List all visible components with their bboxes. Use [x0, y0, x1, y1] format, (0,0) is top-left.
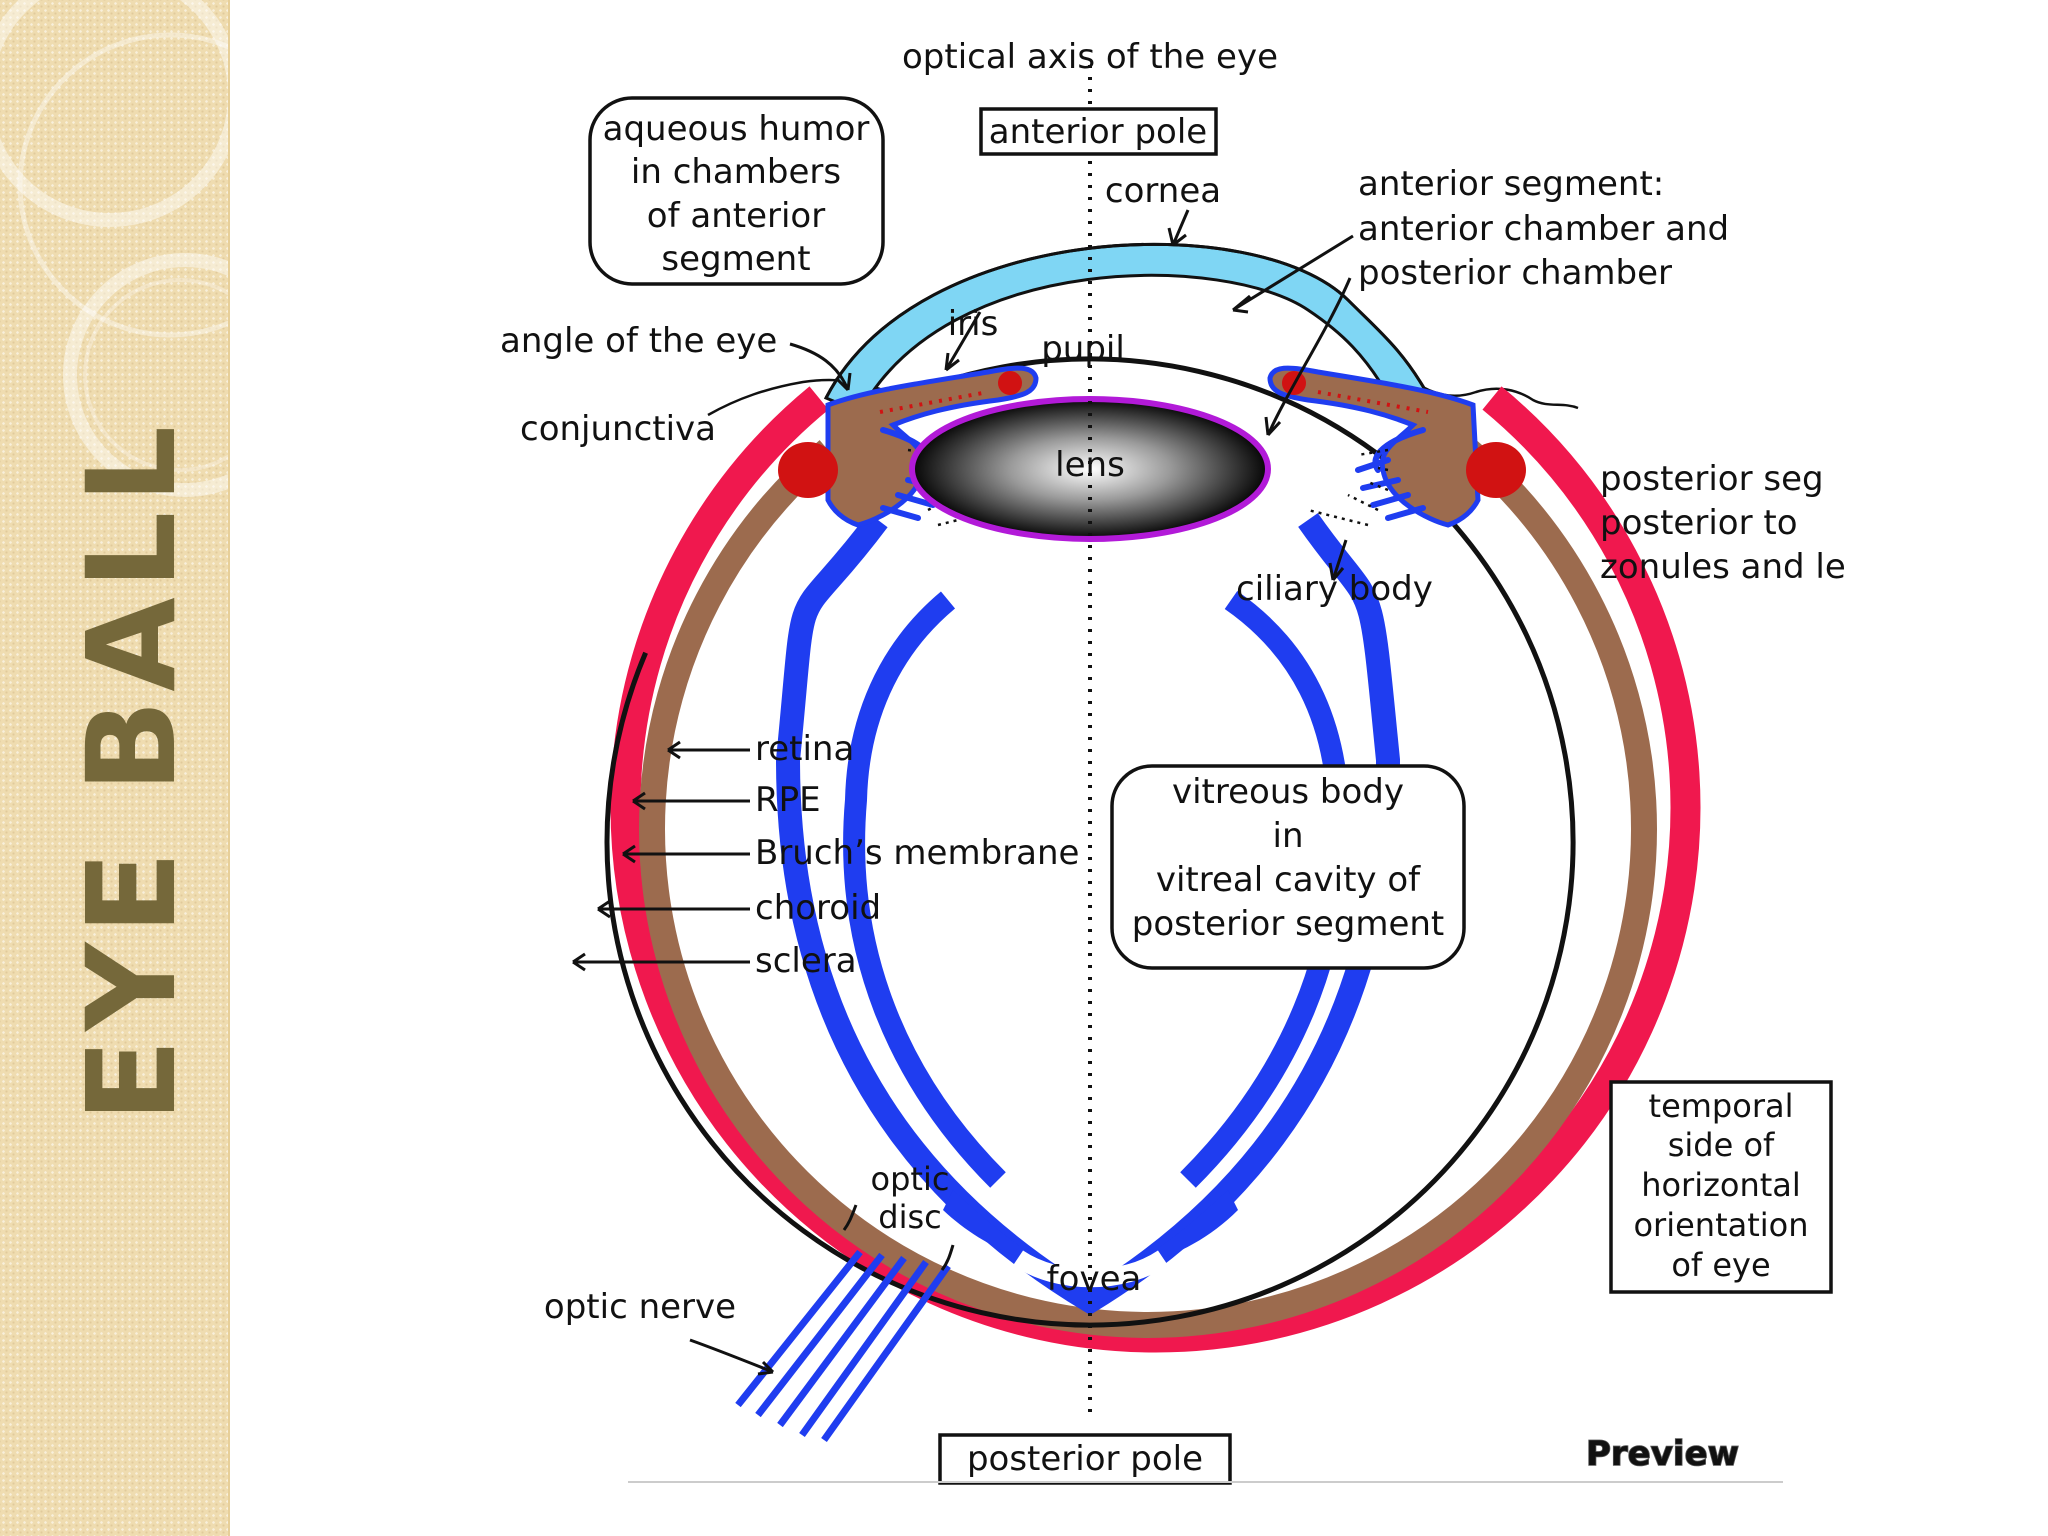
optic-nerve-fibers [735, 1249, 951, 1443]
eye-diagram: optical axis of the eye anterior pole aq… [500, 37, 1846, 1485]
iris-right [1267, 365, 1481, 528]
label-pupil: pupil [1041, 329, 1125, 369]
iris-sphincter-left [998, 371, 1022, 395]
label-posterior-segment-3: zonules and le [1600, 547, 1846, 587]
label-temporal-line-5: of eye [1671, 1246, 1770, 1284]
label-temporal-line-1: temporal [1649, 1087, 1794, 1125]
label-cornea: cornea [1105, 171, 1221, 211]
label-vitreous-line-1: vitreous body [1172, 772, 1404, 812]
label-aqueous-line-2: in chambers [631, 152, 841, 192]
label-arrows [572, 209, 1354, 1376]
retina-thick-left [843, 591, 1006, 1188]
posterior-pole-box [938, 1433, 1232, 1485]
label-posterior-segment-1: posterior seg [1600, 459, 1824, 499]
label-iris: iris [948, 304, 999, 344]
label-temporal-line-2: side of [1668, 1126, 1775, 1164]
label-bruchs-membrane: Bruch’s membrane [755, 833, 1079, 873]
lens [909, 396, 1271, 542]
label-anterior-segment-1: anterior segment: [1358, 164, 1664, 204]
label-rpe: RPE [755, 780, 821, 820]
label-optic-nerve: optic nerve [544, 1287, 736, 1327]
label-optic-disc-1: optic [871, 1160, 950, 1198]
label-posterior-pole: posterior pole [967, 1439, 1203, 1479]
anterior-pole-box [979, 107, 1218, 156]
label-lens: lens [1055, 445, 1125, 485]
decorative-rings [0, 0, 228, 497]
label-aqueous-line-1: aqueous humor [603, 109, 870, 149]
label-vitreous-line-4: posterior segment [1132, 904, 1445, 944]
preview-watermark: Preview [1586, 1434, 1739, 1474]
ciliary-muscle-right [1466, 442, 1526, 498]
ciliary-muscle-left [778, 442, 838, 498]
label-optic-disc-2: disc [878, 1198, 941, 1236]
label-posterior-segment-2: posterior to [1600, 503, 1798, 543]
slide-title: EYE BALL [61, 417, 203, 1123]
label-anterior-segment-2: anterior chamber and [1358, 209, 1729, 249]
label-ciliary-body: ciliary body [1236, 569, 1433, 609]
optic-disc-right-mark [940, 1244, 955, 1271]
label-temporal-line-3: horizontal [1641, 1166, 1801, 1204]
vitreous-body-box [1110, 764, 1466, 970]
label-conjunctiva: conjunctiva [520, 409, 716, 449]
choroid-ring [639, 440, 1657, 1338]
label-sclera: sclera [755, 941, 857, 981]
label-temporal-line-4: orientation [1633, 1206, 1808, 1244]
label-angle: angle of the eye [500, 321, 777, 361]
iris-vessels-left [879, 390, 989, 414]
retina-layer [775, 512, 1401, 1316]
label-anterior-pole: anterior pole [989, 112, 1207, 152]
label-optical-axis: optical axis of the eye [902, 37, 1278, 77]
label-aqueous-line-4: segment [661, 239, 810, 279]
label-choroid: choroid [755, 888, 881, 928]
ciliary-processes-right [1355, 427, 1426, 521]
optic-disc-left-mark [842, 1204, 858, 1231]
iris-left [825, 365, 1039, 528]
label-fovea: fovea [1047, 1259, 1142, 1299]
label-retina: retina [755, 729, 854, 769]
corneal-outer-edge [824, 242, 1430, 399]
label-aqueous-line-3: of anterior [647, 196, 825, 236]
label-vitreous-line-3: vitreal cavity of [1156, 860, 1421, 900]
temporal-side-box [1609, 1080, 1833, 1294]
slide-sidebar: EYE BALL [0, 0, 230, 1536]
label-anterior-segment-3: posterior chamber [1358, 253, 1672, 293]
label-vitreous-line-2: in [1273, 816, 1304, 856]
retina-bottom [943, 1190, 1238, 1272]
aqueous-humor-box [588, 96, 885, 286]
